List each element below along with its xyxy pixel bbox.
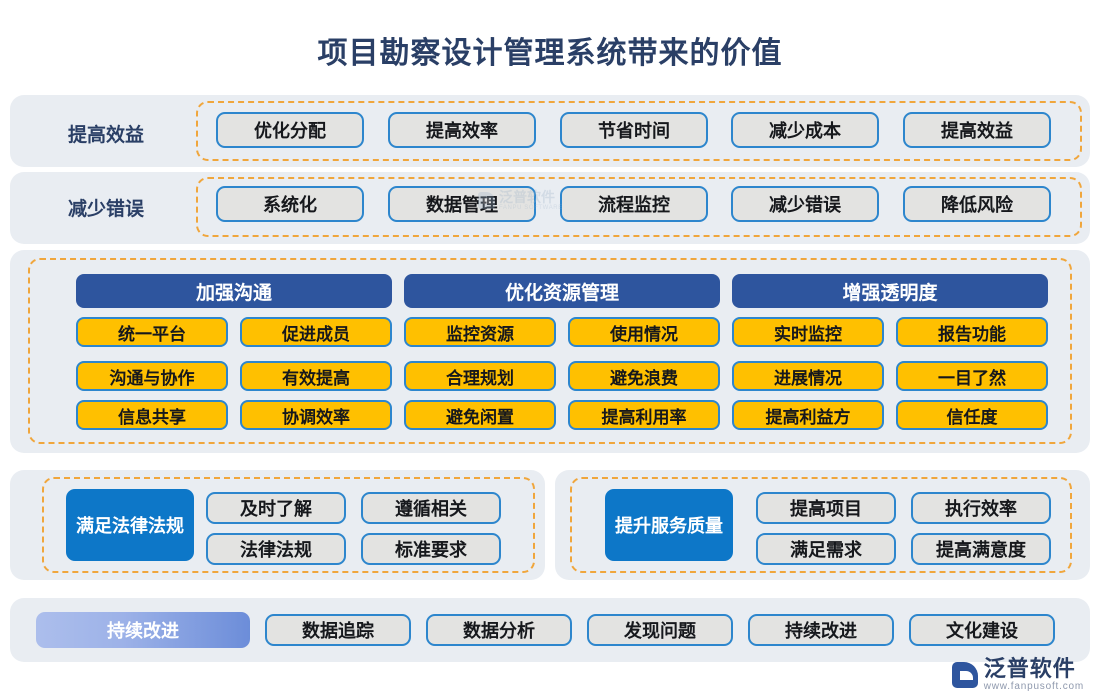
pill-efficiency-3[interactable]: 减少成本: [731, 112, 879, 148]
pill-service-2[interactable]: 满足需求: [756, 533, 896, 565]
grid-cell-2-0[interactable]: 监控资源: [404, 317, 556, 347]
pill-efficiency-1[interactable]: 提高效率: [388, 112, 536, 148]
section-legal-dashed-frame: [42, 477, 535, 573]
pill-service-3[interactable]: 提高满意度: [911, 533, 1051, 565]
pill-service-0[interactable]: 提高项目: [756, 492, 896, 524]
brand-name: 泛普软件: [983, 656, 1076, 681]
grid-cell-5-1[interactable]: 一目了然: [896, 361, 1048, 391]
pill-errors-2[interactable]: 流程监控: [560, 186, 708, 222]
pill-efficiency-0[interactable]: 优化分配: [216, 112, 364, 148]
pill-errors-0[interactable]: 系统化: [216, 186, 364, 222]
grid-cell-3-1[interactable]: 避免浪费: [568, 361, 720, 391]
section-service-dashed-frame: [570, 477, 1072, 573]
pill-improvement-1[interactable]: 数据分析: [426, 614, 572, 646]
pill-legal-1[interactable]: 遵循相关: [361, 492, 501, 524]
brand-logo-icon: [951, 662, 978, 688]
pill-errors-1[interactable]: 数据管理: [388, 186, 536, 222]
pill-efficiency-4[interactable]: 提高效益: [903, 112, 1051, 148]
pill-legal-2[interactable]: 法律法规: [206, 533, 346, 565]
pill-legal-3[interactable]: 标准要求: [361, 533, 501, 565]
category-service[interactable]: 提升服务质量: [605, 489, 733, 561]
section-efficiency-dashed-frame: [196, 101, 1082, 161]
section-errors-label: 减少错误: [68, 199, 145, 220]
grid-header-0[interactable]: 加强沟通: [76, 274, 392, 308]
section-errors-dashed-frame: [196, 177, 1082, 237]
pill-improvement-4[interactable]: 文化建设: [909, 614, 1055, 646]
grid-cell-0-1[interactable]: 沟通与协作: [76, 361, 228, 391]
pill-efficiency-2[interactable]: 节省时间: [560, 112, 708, 148]
grid-cell-1-2[interactable]: 协调效率: [240, 400, 392, 430]
grid-cell-4-2[interactable]: 提高利益方: [732, 400, 884, 430]
brand-url: www.fanpusoft.com: [983, 681, 1084, 692]
category-legal[interactable]: 满足法律法规: [66, 489, 194, 561]
grid-cell-0-2[interactable]: 信息共享: [76, 400, 228, 430]
category-improvement[interactable]: 持续改进: [36, 612, 250, 648]
pill-legal-0[interactable]: 及时了解: [206, 492, 346, 524]
pill-errors-4[interactable]: 降低风险: [903, 186, 1051, 222]
page-title: 项目勘察设计管理系统带来的价值: [317, 37, 783, 70]
grid-cell-3-2[interactable]: 提高利用率: [568, 400, 720, 430]
grid-cell-3-0[interactable]: 使用情况: [568, 317, 720, 347]
grid-cell-5-0[interactable]: 报告功能: [896, 317, 1048, 347]
pill-improvement-0[interactable]: 数据追踪: [265, 614, 411, 646]
grid-cell-0-0[interactable]: 统一平台: [76, 317, 228, 347]
pill-errors-3[interactable]: 减少错误: [731, 186, 879, 222]
pill-improvement-3[interactable]: 持续改进: [748, 614, 894, 646]
grid-cell-1-0[interactable]: 促进成员: [240, 317, 392, 347]
section-efficiency-label: 提高效益: [68, 125, 145, 146]
pill-improvement-2[interactable]: 发现问题: [587, 614, 733, 646]
grid-header-1[interactable]: 优化资源管理: [404, 274, 720, 308]
section-grid-dashed-frame: [28, 258, 1072, 444]
grid-cell-5-2[interactable]: 信任度: [896, 400, 1048, 430]
brand-logo: 泛普软件 www.fanpusoft.com: [951, 656, 1084, 692]
grid-cell-4-0[interactable]: 实时监控: [732, 317, 884, 347]
grid-cell-1-1[interactable]: 有效提高: [240, 361, 392, 391]
grid-cell-2-1[interactable]: 合理规划: [404, 361, 556, 391]
pill-service-1[interactable]: 执行效率: [911, 492, 1051, 524]
grid-header-2[interactable]: 增强透明度: [732, 274, 1048, 308]
grid-cell-4-1[interactable]: 进展情况: [732, 361, 884, 391]
grid-cell-2-2[interactable]: 避免闲置: [404, 400, 556, 430]
